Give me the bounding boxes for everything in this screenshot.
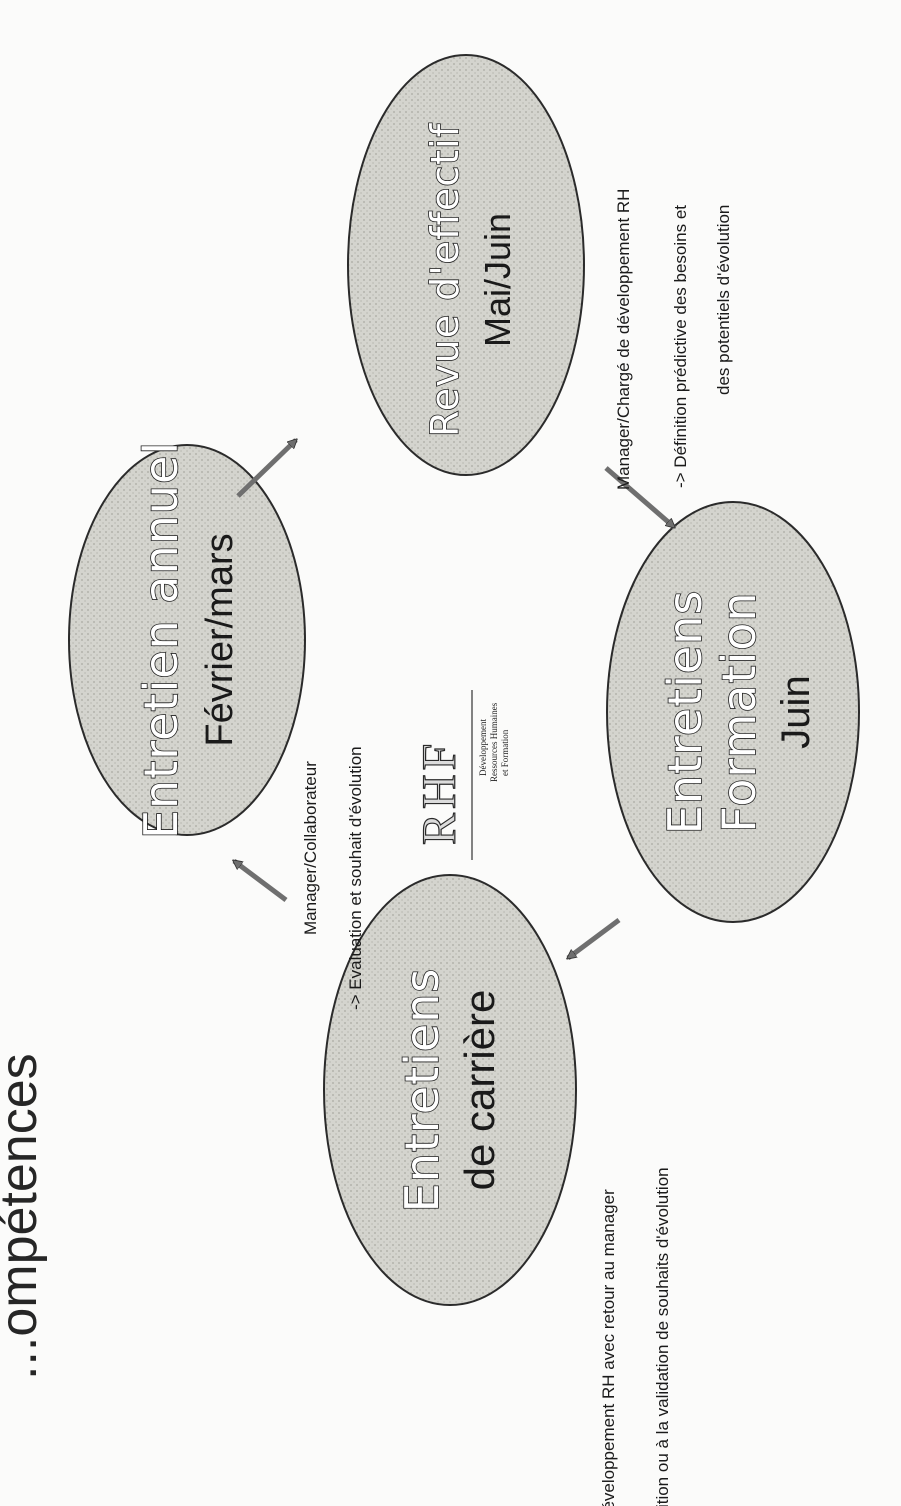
node-revue-effectif-date: Mai/Juin — [477, 213, 518, 347]
edge-formation-carriere-line1: développement RH avec retour au manager — [599, 1189, 618, 1506]
edge-formation-carriere-line2: finition ou à la validation de souhaits … — [653, 1167, 672, 1506]
arrow-annuel-to-revue — [236, 440, 296, 498]
edge-revue-formation-line1: Manager/Chargé de développement RH — [614, 189, 633, 490]
edge-annuel-revue-line2: -> Evaluation et souhait d'évolution — [346, 746, 365, 1010]
rhf-logo-sub-1: Développement — [478, 719, 488, 776]
node-entretiens-carriere-ellipse — [323, 874, 577, 1306]
arrow-carriere-to-annuel — [234, 859, 288, 902]
rhf-logo-sub-3: et Formation — [500, 729, 510, 776]
node-entretiens-formation-ellipse — [606, 501, 860, 923]
node-revue-effectif-ellipse — [347, 54, 585, 476]
rhf-logo: RHF Développement Ressources Humaines et… — [412, 690, 510, 860]
node-entretiens-carriere-label-2: de carrière — [456, 990, 503, 1191]
node-entretiens-formation-label-2: Formation — [712, 591, 766, 832]
node-entretiens-carriere-label: Entretiens — [395, 968, 449, 1213]
rhf-logo-mark: RHF — [413, 740, 466, 845]
node-entretien-annuel-ellipse — [68, 444, 306, 836]
arrow-formation-to-carriere — [568, 917, 621, 961]
edge-revue-formation-line3: des potentiels d'évolution — [714, 205, 733, 395]
node-revue-effectif-label: Revue d'effectif — [423, 122, 467, 437]
edge-revue-formation-line2: -> Définition prédictive des besoins et — [671, 205, 690, 488]
node-entretiens-formation-date: Juin — [774, 675, 818, 748]
rhf-logo-sub-2: Ressources Humaines — [489, 702, 499, 782]
arrow-revue-to-formation — [604, 466, 674, 527]
node-entretien-annuel-date: Février/mars — [199, 533, 241, 746]
node-entretien-annuel-label: Entretien annuel — [134, 441, 188, 839]
title-fragment: ...ompétences — [0, 1053, 48, 1380]
node-entretiens-formation-label: Entretiens — [658, 590, 712, 835]
edge-annuel-revue-line1: Manager/Collaborateur — [301, 761, 320, 935]
